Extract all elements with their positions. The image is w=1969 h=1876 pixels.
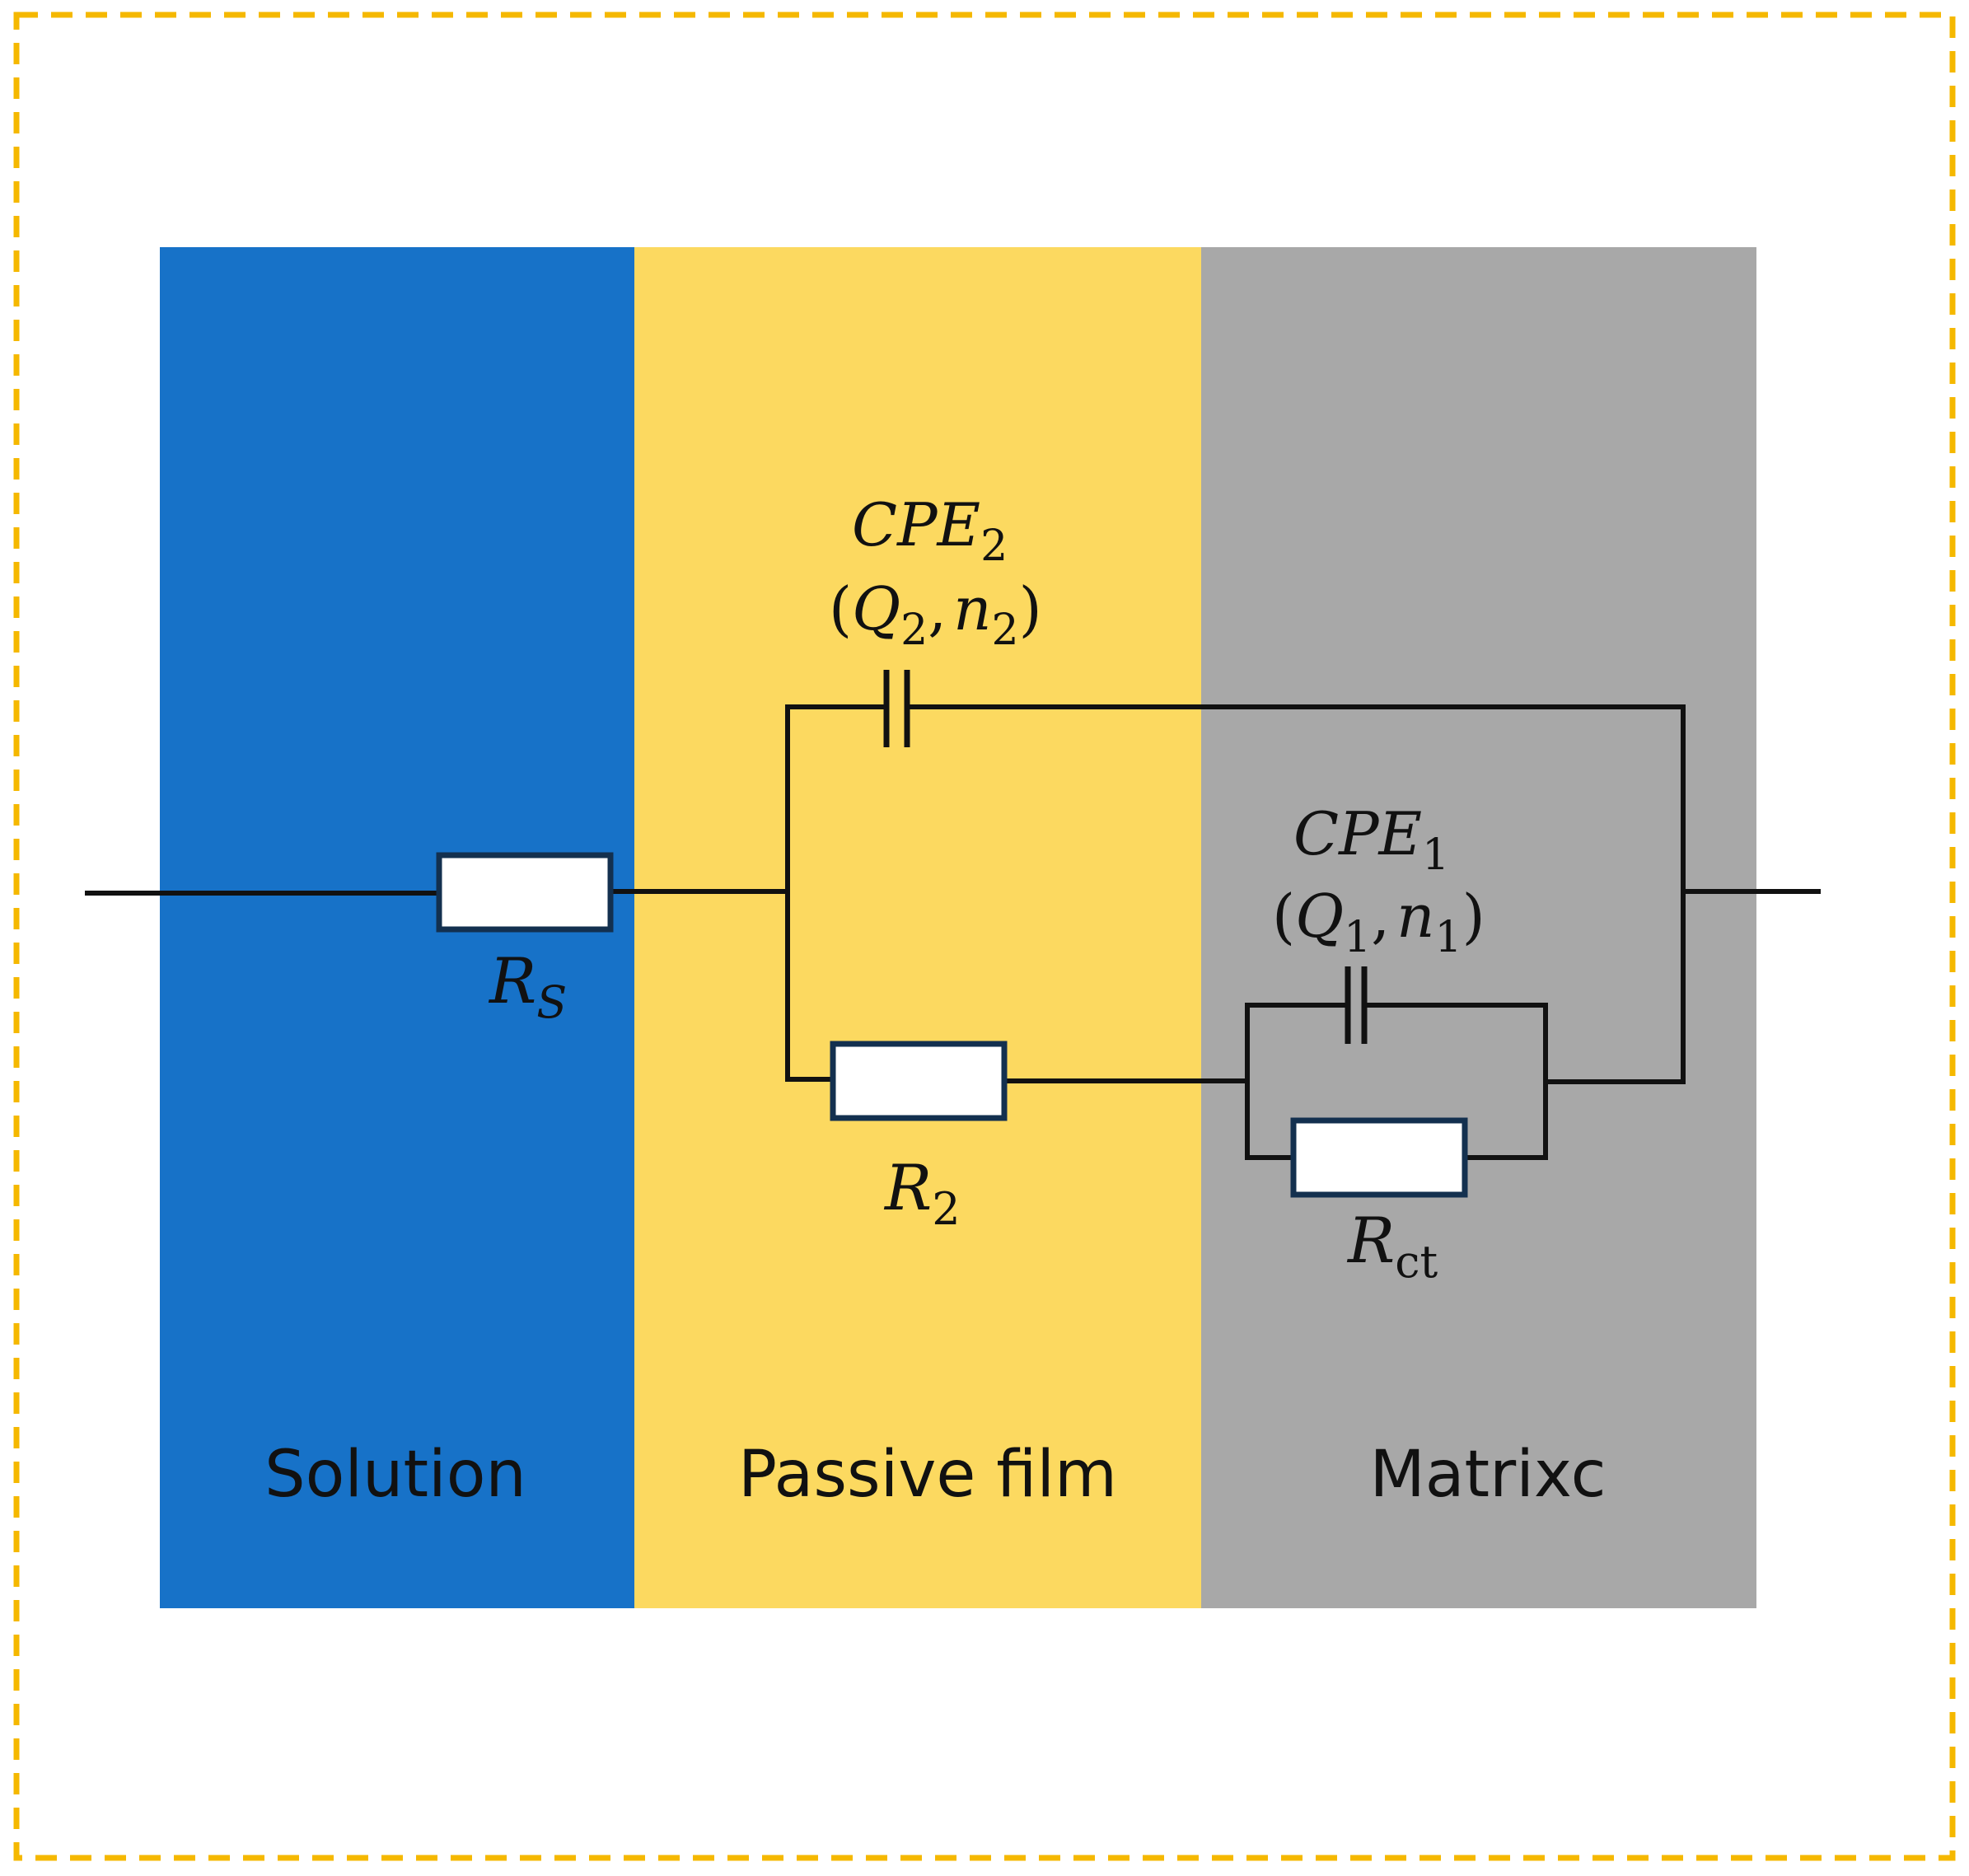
- cpe1-capacitor-symbol: [1345, 966, 1368, 1044]
- rct-resistor: [1290, 1117, 1468, 1198]
- circuit-wires: [85, 704, 1821, 1160]
- cpe2-capacitor-symbol: [883, 670, 910, 747]
- cpe1-label: CPE1: [1293, 799, 1449, 880]
- passive-film-region: [634, 247, 1201, 1608]
- rs-label: RS: [488, 944, 567, 1028]
- cpe1-params: (Q1,n1): [1272, 882, 1485, 962]
- passive-film-label: Passive film: [738, 1438, 1117, 1512]
- cpe2-params: (Q2,n2): [829, 574, 1042, 655]
- rct-label: Rct: [1346, 1204, 1438, 1288]
- solution-label: Solution: [264, 1438, 526, 1512]
- matrix-label: Matrixc: [1369, 1438, 1606, 1512]
- rs-resistor: [436, 852, 614, 933]
- dashed-frame: [13, 12, 1956, 1861]
- r2-label: R2: [883, 1151, 961, 1235]
- matrix-region: [1201, 247, 1756, 1608]
- cpe2-label: CPE2: [852, 490, 1008, 571]
- r2-resistor: [830, 1041, 1008, 1121]
